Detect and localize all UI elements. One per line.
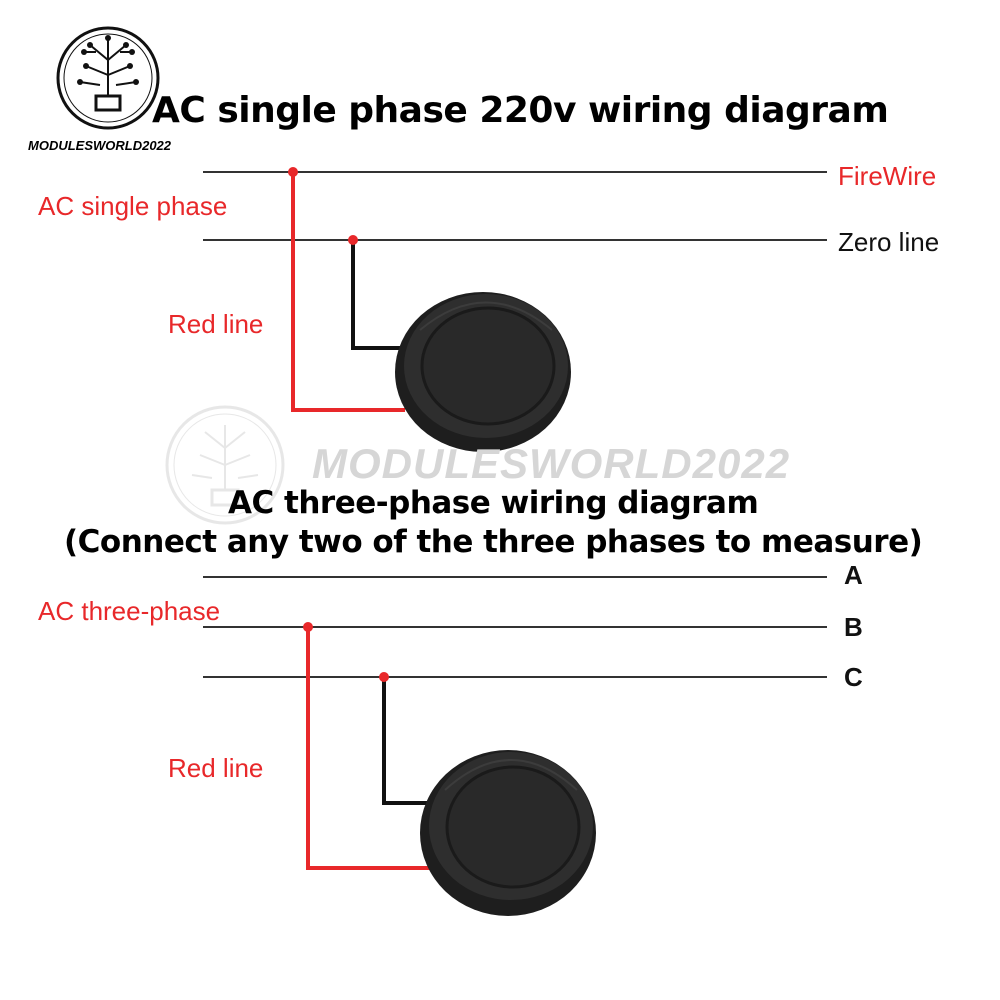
single-red-wire	[291, 172, 405, 412]
circuit-bulb-logo-icon	[56, 26, 160, 130]
three-phase-sensor-module	[420, 750, 596, 916]
single-red-junction	[288, 167, 298, 177]
three-phase-subtitle: (Connect any two of the three phases to …	[64, 524, 923, 560]
phase-b-label: B	[844, 612, 863, 642]
phase-a-label: A	[844, 560, 863, 590]
phase-c-label: C	[844, 662, 863, 692]
single-phase-title: AC single phase 220v wiring diagram	[152, 90, 889, 131]
single-phase-sensor-module	[395, 292, 571, 452]
single-black-junction	[348, 235, 358, 245]
three-phase-title: AC three-phase wiring diagram	[228, 485, 759, 521]
watermark-text: MODULESWORLD2022	[312, 440, 791, 487]
three-black-junction	[379, 672, 389, 682]
single-red-line-label: Red line	[168, 309, 264, 339]
three-red-line-label: Red line	[168, 753, 264, 783]
three-phase-section-label: AC three-phase	[38, 596, 221, 626]
single-phase-section-label: AC single phase	[38, 191, 228, 221]
watermark-logo-icon	[165, 405, 285, 525]
zero-line-label: Zero line	[838, 227, 940, 257]
three-red-wire	[306, 627, 430, 870]
firewire-label: FireWire	[838, 161, 937, 191]
single-black-wire	[351, 240, 405, 350]
three-red-junction	[303, 622, 313, 632]
three-black-wire	[382, 677, 430, 805]
brand-name: MODULESWORLD2022	[28, 138, 172, 153]
